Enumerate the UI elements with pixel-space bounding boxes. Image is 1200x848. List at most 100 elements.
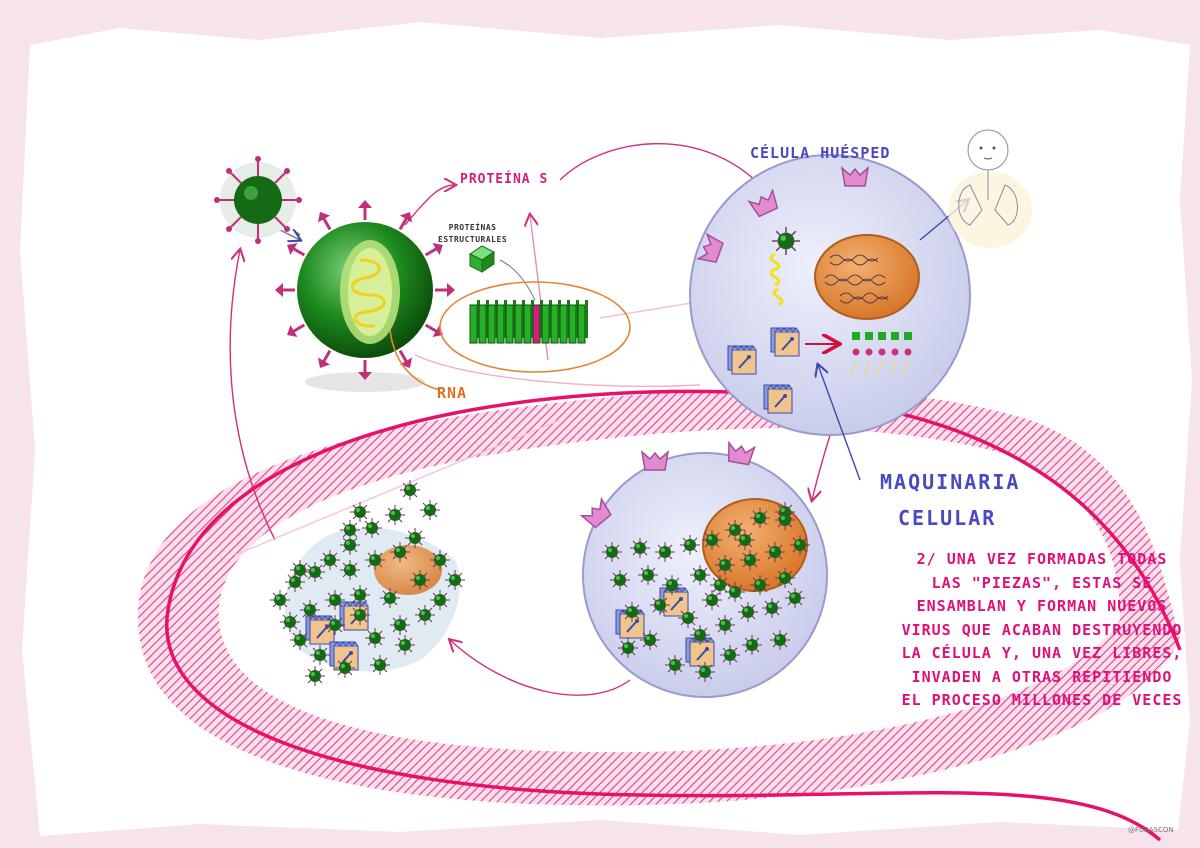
virion [629,537,651,559]
virion [444,569,466,591]
rna-copy [877,361,883,375]
virion [774,509,796,531]
rna-copy [903,361,909,375]
virion [714,554,736,576]
virion [689,564,711,586]
translated-proteins [851,332,912,375]
protein-cube [865,332,873,340]
protein-spike [878,348,886,356]
virion [289,629,311,651]
virus-cross-section [273,198,457,392]
label-celula-huesped: CÉLULA HUÉSPED [750,144,891,162]
virion [379,587,401,609]
virion [649,594,671,616]
virion [774,567,796,589]
protein-cube [904,332,912,340]
virion [701,529,723,551]
virion [734,529,756,551]
virion [349,501,371,523]
virion [637,564,659,586]
virion [384,504,406,526]
virion [689,624,711,646]
rna-copy [851,361,857,375]
virion [677,607,699,629]
label-proteinas-estructurales: PROTEÍNAS ESTRUCTURALES [438,222,507,246]
label-proteina-s: PROTEÍNA S [460,172,549,187]
author-signature: @FURASCON [1128,826,1174,834]
virion [664,654,686,676]
virion [714,614,736,636]
explanation-text: 2/ UNA VEZ FORMADAS TODAS LAS "PIEZAS", … [901,550,1183,709]
virion [709,574,731,596]
virion [399,479,421,501]
protein-spike [852,348,860,356]
virion [789,534,811,556]
virion [784,587,806,609]
virion [749,507,771,529]
virion [701,589,723,611]
virion [349,604,371,626]
label-estructurales-line1: PROTEÍNAS [448,223,497,232]
infected-cell [580,442,828,698]
virion [409,569,431,591]
rna-copy [890,361,896,375]
rna-copy [864,361,870,375]
virion [617,637,639,659]
person-lungs-icon [948,129,1032,248]
virion [639,629,661,651]
gene-segments [469,300,588,344]
structural-protein-cube [469,245,495,273]
virion [719,644,741,666]
virion [339,559,361,581]
label-celular: CELULAR [898,506,997,530]
virion [694,661,716,683]
virion [339,519,361,541]
rna-genome-ellipse [389,281,631,391]
virion [304,561,326,583]
virion [364,627,386,649]
virion [601,541,623,563]
virion [419,499,441,521]
label-estructurales-line2: ESTRUCTURALES [438,235,508,244]
virion [324,589,346,611]
protein-spike [891,348,899,356]
machinery-pointer [818,365,861,481]
virion [679,534,701,556]
virion [289,559,311,581]
virion [761,597,783,619]
virion [299,599,321,621]
virion [279,611,301,633]
virion [737,601,759,623]
virion [429,589,451,611]
virion [389,541,411,563]
virion [361,517,383,539]
protein-cube [891,332,899,340]
virion [269,589,291,611]
host-cell [689,154,971,436]
virion [349,584,371,606]
virion [741,634,763,656]
virion [749,574,771,596]
protein-cube [878,332,886,340]
virion [309,644,331,666]
virion [394,634,416,656]
gene-segment [577,300,588,344]
virion [609,569,631,591]
free-virus [214,156,302,244]
protein-cube [852,332,860,340]
cube-connector [499,259,536,301]
virion [334,657,356,679]
virion [324,614,346,636]
virion [661,574,683,596]
virion [369,654,391,676]
virion [404,527,426,549]
burst-cell [269,479,466,687]
virion [304,665,326,687]
virion [429,549,451,571]
virion [621,601,643,623]
protein-spike [904,348,912,356]
virion [764,541,786,563]
virion [364,549,386,571]
label-rna: RNA [437,384,468,402]
